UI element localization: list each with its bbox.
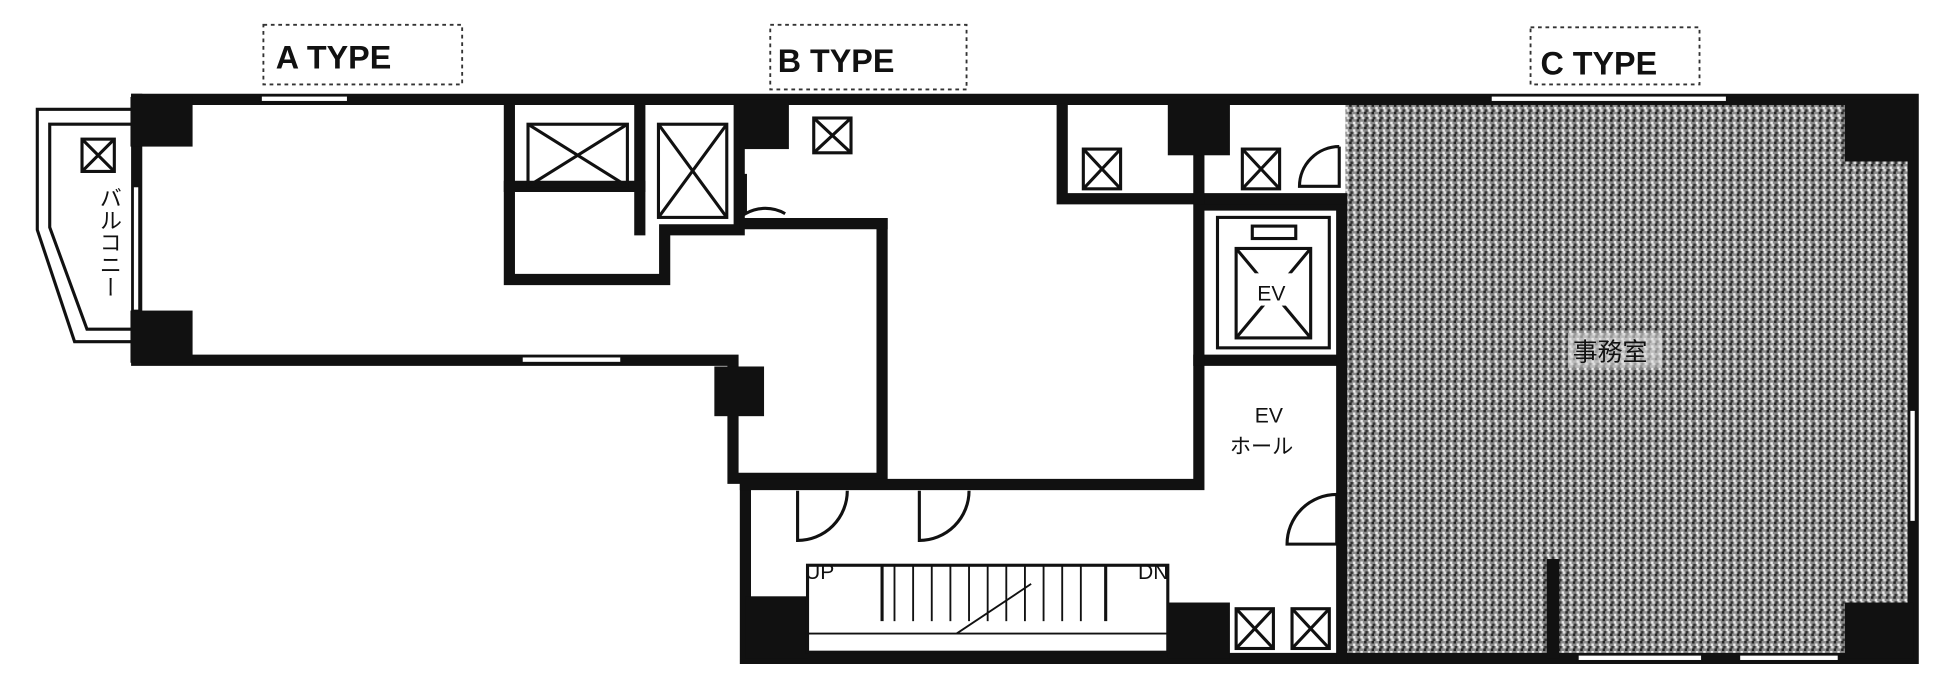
balcony-label: バルコニー [97,186,122,298]
stairs: UP DN [805,561,1170,654]
svg-text:C TYPE: C TYPE [1540,46,1657,82]
shaft-icons [526,116,1331,651]
type-label-c: C TYPE [1529,26,1701,86]
ev-hall-label-2: ホール [1230,435,1293,458]
elevator: EV [1215,215,1331,350]
office-shaded-area [1345,104,1911,658]
stairs-up-label: UP [805,561,834,584]
office-room-label: 事務室 [1573,338,1648,366]
doors [743,145,1341,546]
type-label-a: A TYPE [262,23,464,86]
type-label-b: B TYPE [769,23,968,91]
stairs-down-label: DN [1138,561,1169,584]
ev-hall-label: EV [1255,404,1283,427]
svg-text:A TYPE: A TYPE [276,39,391,75]
elevator-label: EV [1257,283,1285,306]
balcony: バルコニー [35,107,137,344]
windows [132,94,1917,662]
svg-text:B TYPE: B TYPE [778,43,895,79]
